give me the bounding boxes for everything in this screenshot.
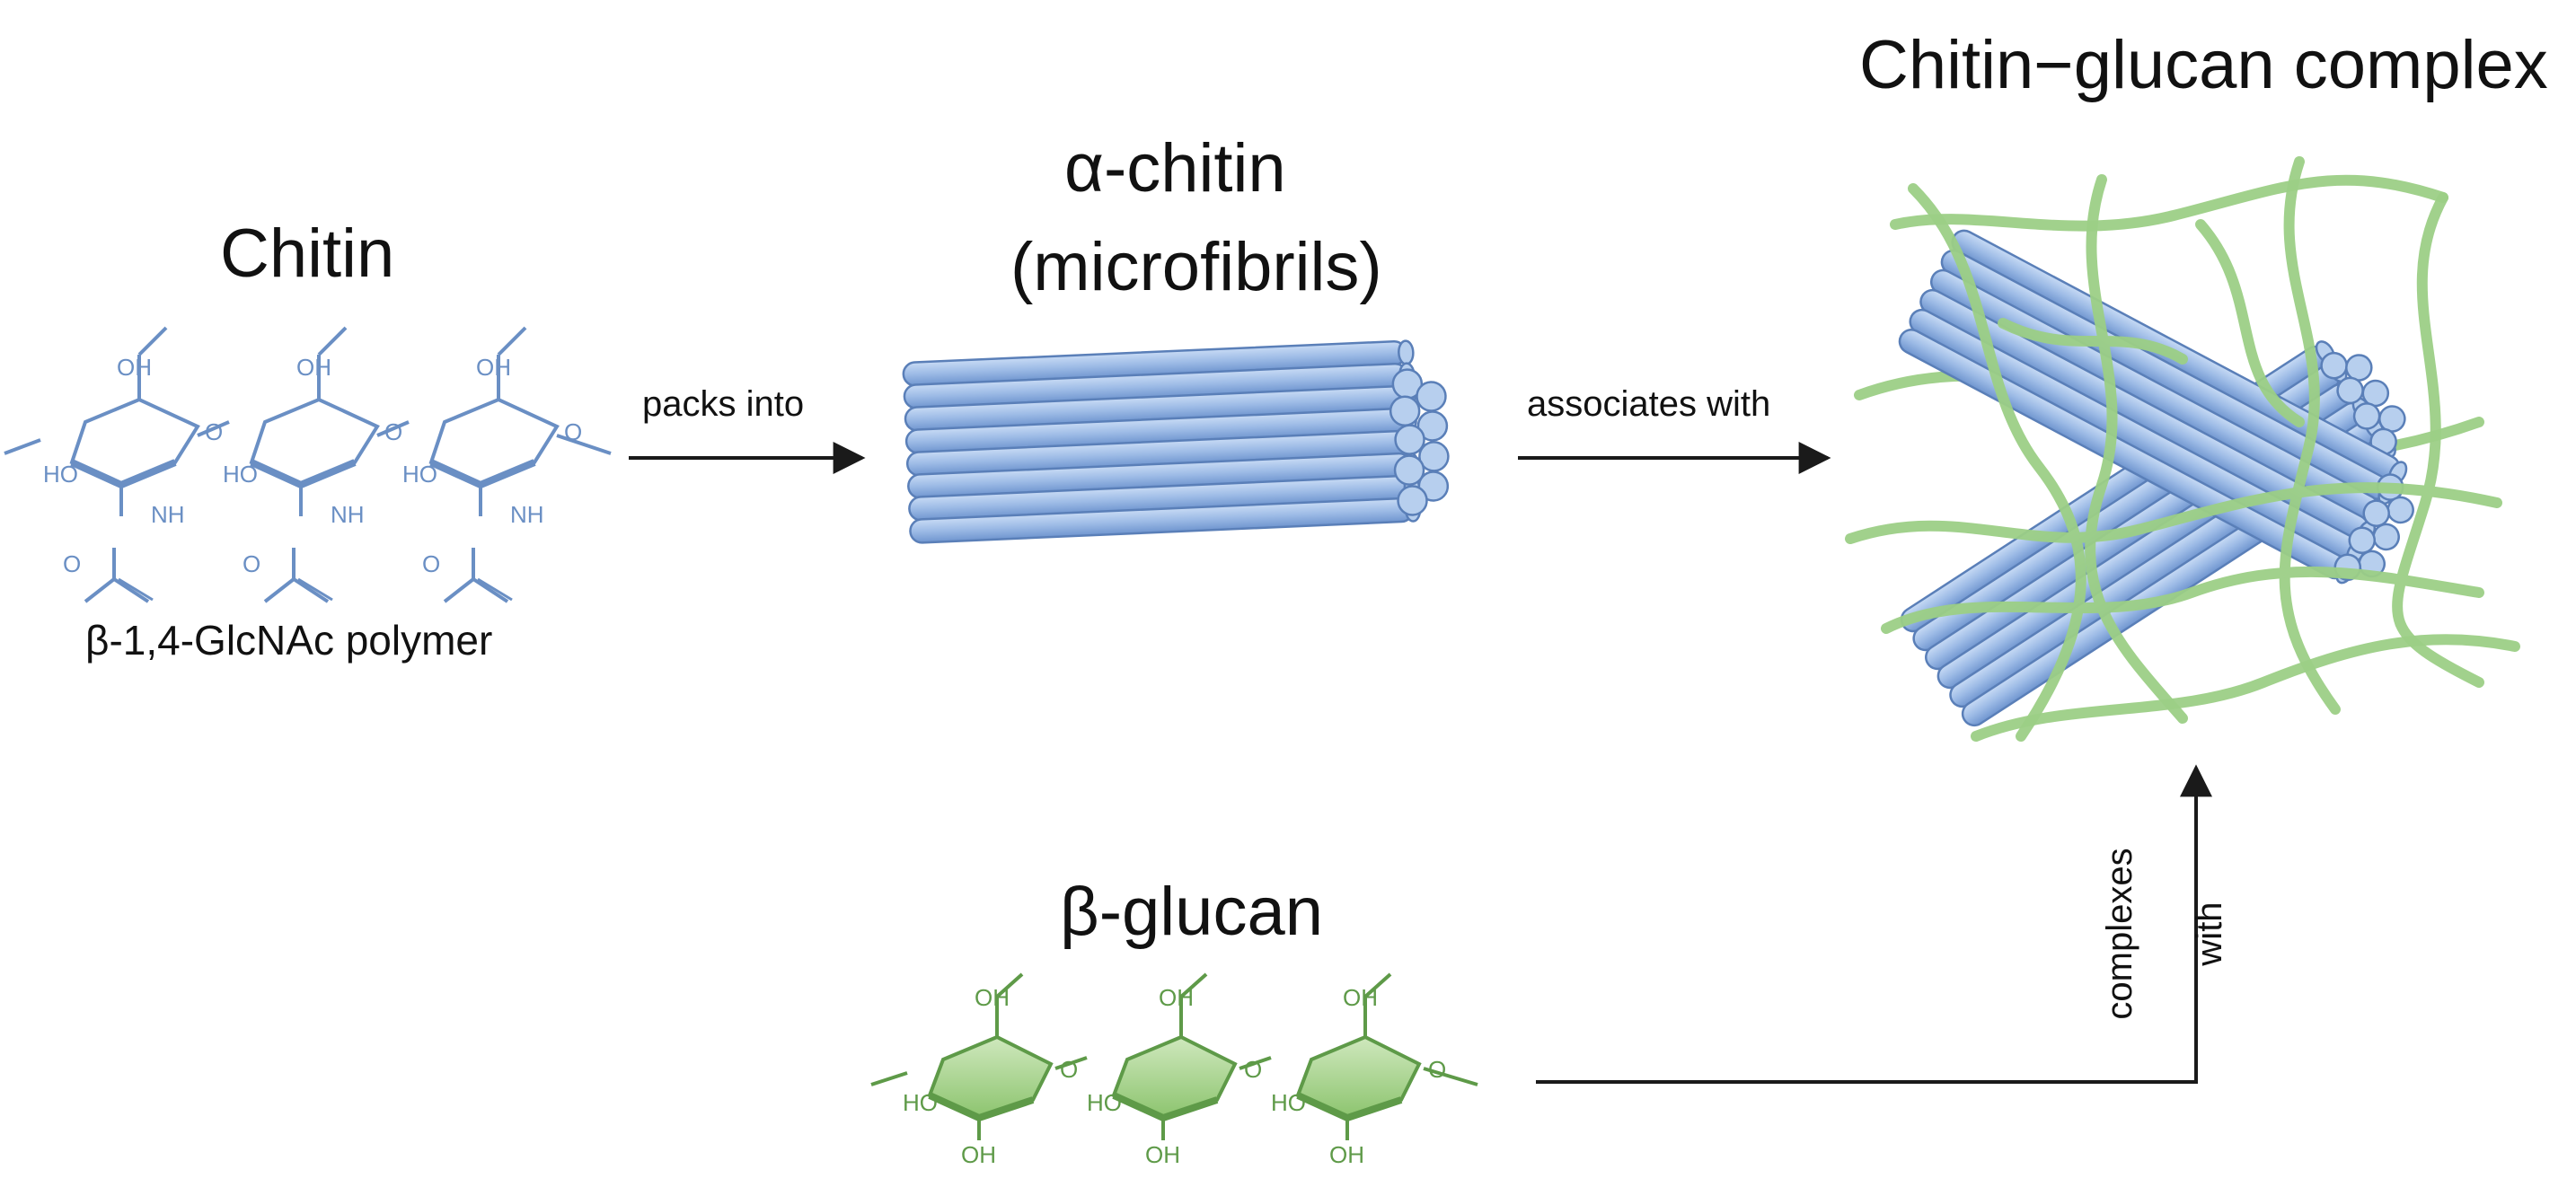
atom-label: OH (961, 1141, 996, 1168)
atom-label: O (1060, 1056, 1079, 1083)
atom-label: HO (43, 461, 78, 488)
atom-label: OH (1145, 1141, 1180, 1168)
atom-label: O (1244, 1056, 1263, 1083)
microfibril-bundle (902, 339, 1450, 545)
atom-label: NH (331, 501, 365, 528)
atom-label: OH (296, 354, 331, 381)
glucan-structure (870, 974, 1478, 1140)
atom-label: HO (1271, 1089, 1306, 1116)
atom-label: NH (510, 501, 544, 528)
atom-label: O (63, 550, 82, 577)
beta-glucan-title: β-glucan (1060, 874, 1323, 950)
chitin-structure (4, 328, 612, 602)
atom-label: HO (223, 461, 258, 488)
atom-label: O (384, 418, 403, 445)
atom-label: HO (1087, 1089, 1122, 1116)
complex-title: Chitin−glucan complex (1859, 27, 2548, 103)
chitin-subtitle: β-1,4-GlcNAc polymer (85, 617, 493, 664)
atom-label: OH (117, 354, 152, 381)
atom-label: O (243, 550, 261, 577)
chitin-title: Chitin (220, 215, 395, 292)
atom-label: OH (1329, 1141, 1364, 1168)
complex-structure (1845, 156, 2520, 742)
edge-label-complexes: complexes (2100, 848, 2139, 1020)
alpha-chitin-subtitle: (microfibrils) (1010, 229, 1382, 305)
arrow-complexes-with (1536, 764, 2212, 1084)
atom-label: NH (151, 501, 185, 528)
alpha-chitin-title: α-chitin (1064, 130, 1286, 207)
atom-label: O (564, 418, 583, 445)
atom-label: HO (402, 461, 437, 488)
edge-label-packs-into: packs into (642, 384, 805, 424)
atom-label: OH (476, 354, 511, 381)
atom-label: O (422, 550, 441, 577)
atom-label: OH (1343, 984, 1378, 1011)
atom-label: O (205, 418, 224, 445)
atom-label: OH (975, 984, 1010, 1011)
atom-label: O (1428, 1056, 1447, 1083)
edge-label-associates-with: associates with (1527, 384, 1771, 424)
atom-label: OH (1159, 984, 1194, 1011)
atom-label: HO (903, 1089, 938, 1116)
edge-label-with: with (2190, 901, 2229, 966)
